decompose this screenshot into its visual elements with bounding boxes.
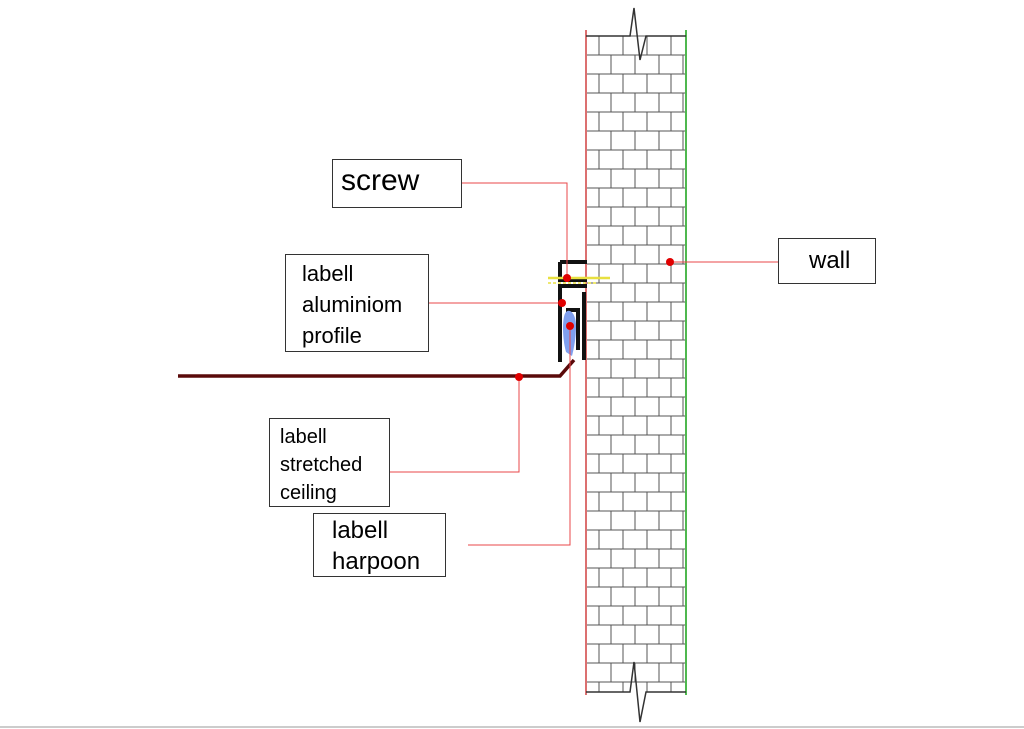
label-profile-line-2: aluminiom	[302, 292, 403, 317]
label-wall-line: wall	[809, 247, 851, 274]
label-harpoon-line-1: labell	[332, 517, 389, 544]
aluminium-profile-icon	[558, 260, 587, 362]
label-harpoon: labell harpoon	[313, 513, 446, 577]
label-ceiling-line-2: stretched	[280, 454, 363, 476]
label-stretched-ceiling: labell stretched ceiling	[269, 418, 390, 507]
label-aluminium-profile: labell aluminiom profile	[285, 254, 429, 352]
label-screw: screw	[332, 159, 462, 208]
dot-profile	[558, 299, 566, 307]
label-ceiling-line-1: labell	[280, 426, 327, 448]
leader-ceiling	[390, 377, 520, 473]
stretched-ceiling-line	[178, 358, 576, 378]
dot-harpoon	[566, 322, 574, 330]
leader-harpoon	[468, 326, 571, 546]
dot-ceiling	[515, 373, 523, 381]
label-profile-line-1: labell	[302, 261, 354, 286]
dot-screw	[563, 274, 571, 282]
leader-dots	[515, 258, 674, 381]
label-profile-line-3: profile	[302, 323, 362, 348]
screw-icon	[548, 276, 610, 284]
label-screw-line: screw	[341, 164, 420, 197]
brick-wall	[585, 7, 687, 723]
leader-lines	[390, 182, 778, 546]
brick-pattern	[587, 35, 685, 692]
label-harpoon-line-2: harpoon	[332, 548, 421, 575]
wall-break-bottom	[586, 661, 686, 723]
label-wall: wall	[778, 238, 876, 284]
leader-screw	[462, 182, 568, 277]
wall-break-top	[586, 7, 686, 61]
label-ceiling-line-3: ceiling	[280, 482, 337, 504]
dot-wall	[666, 258, 674, 266]
